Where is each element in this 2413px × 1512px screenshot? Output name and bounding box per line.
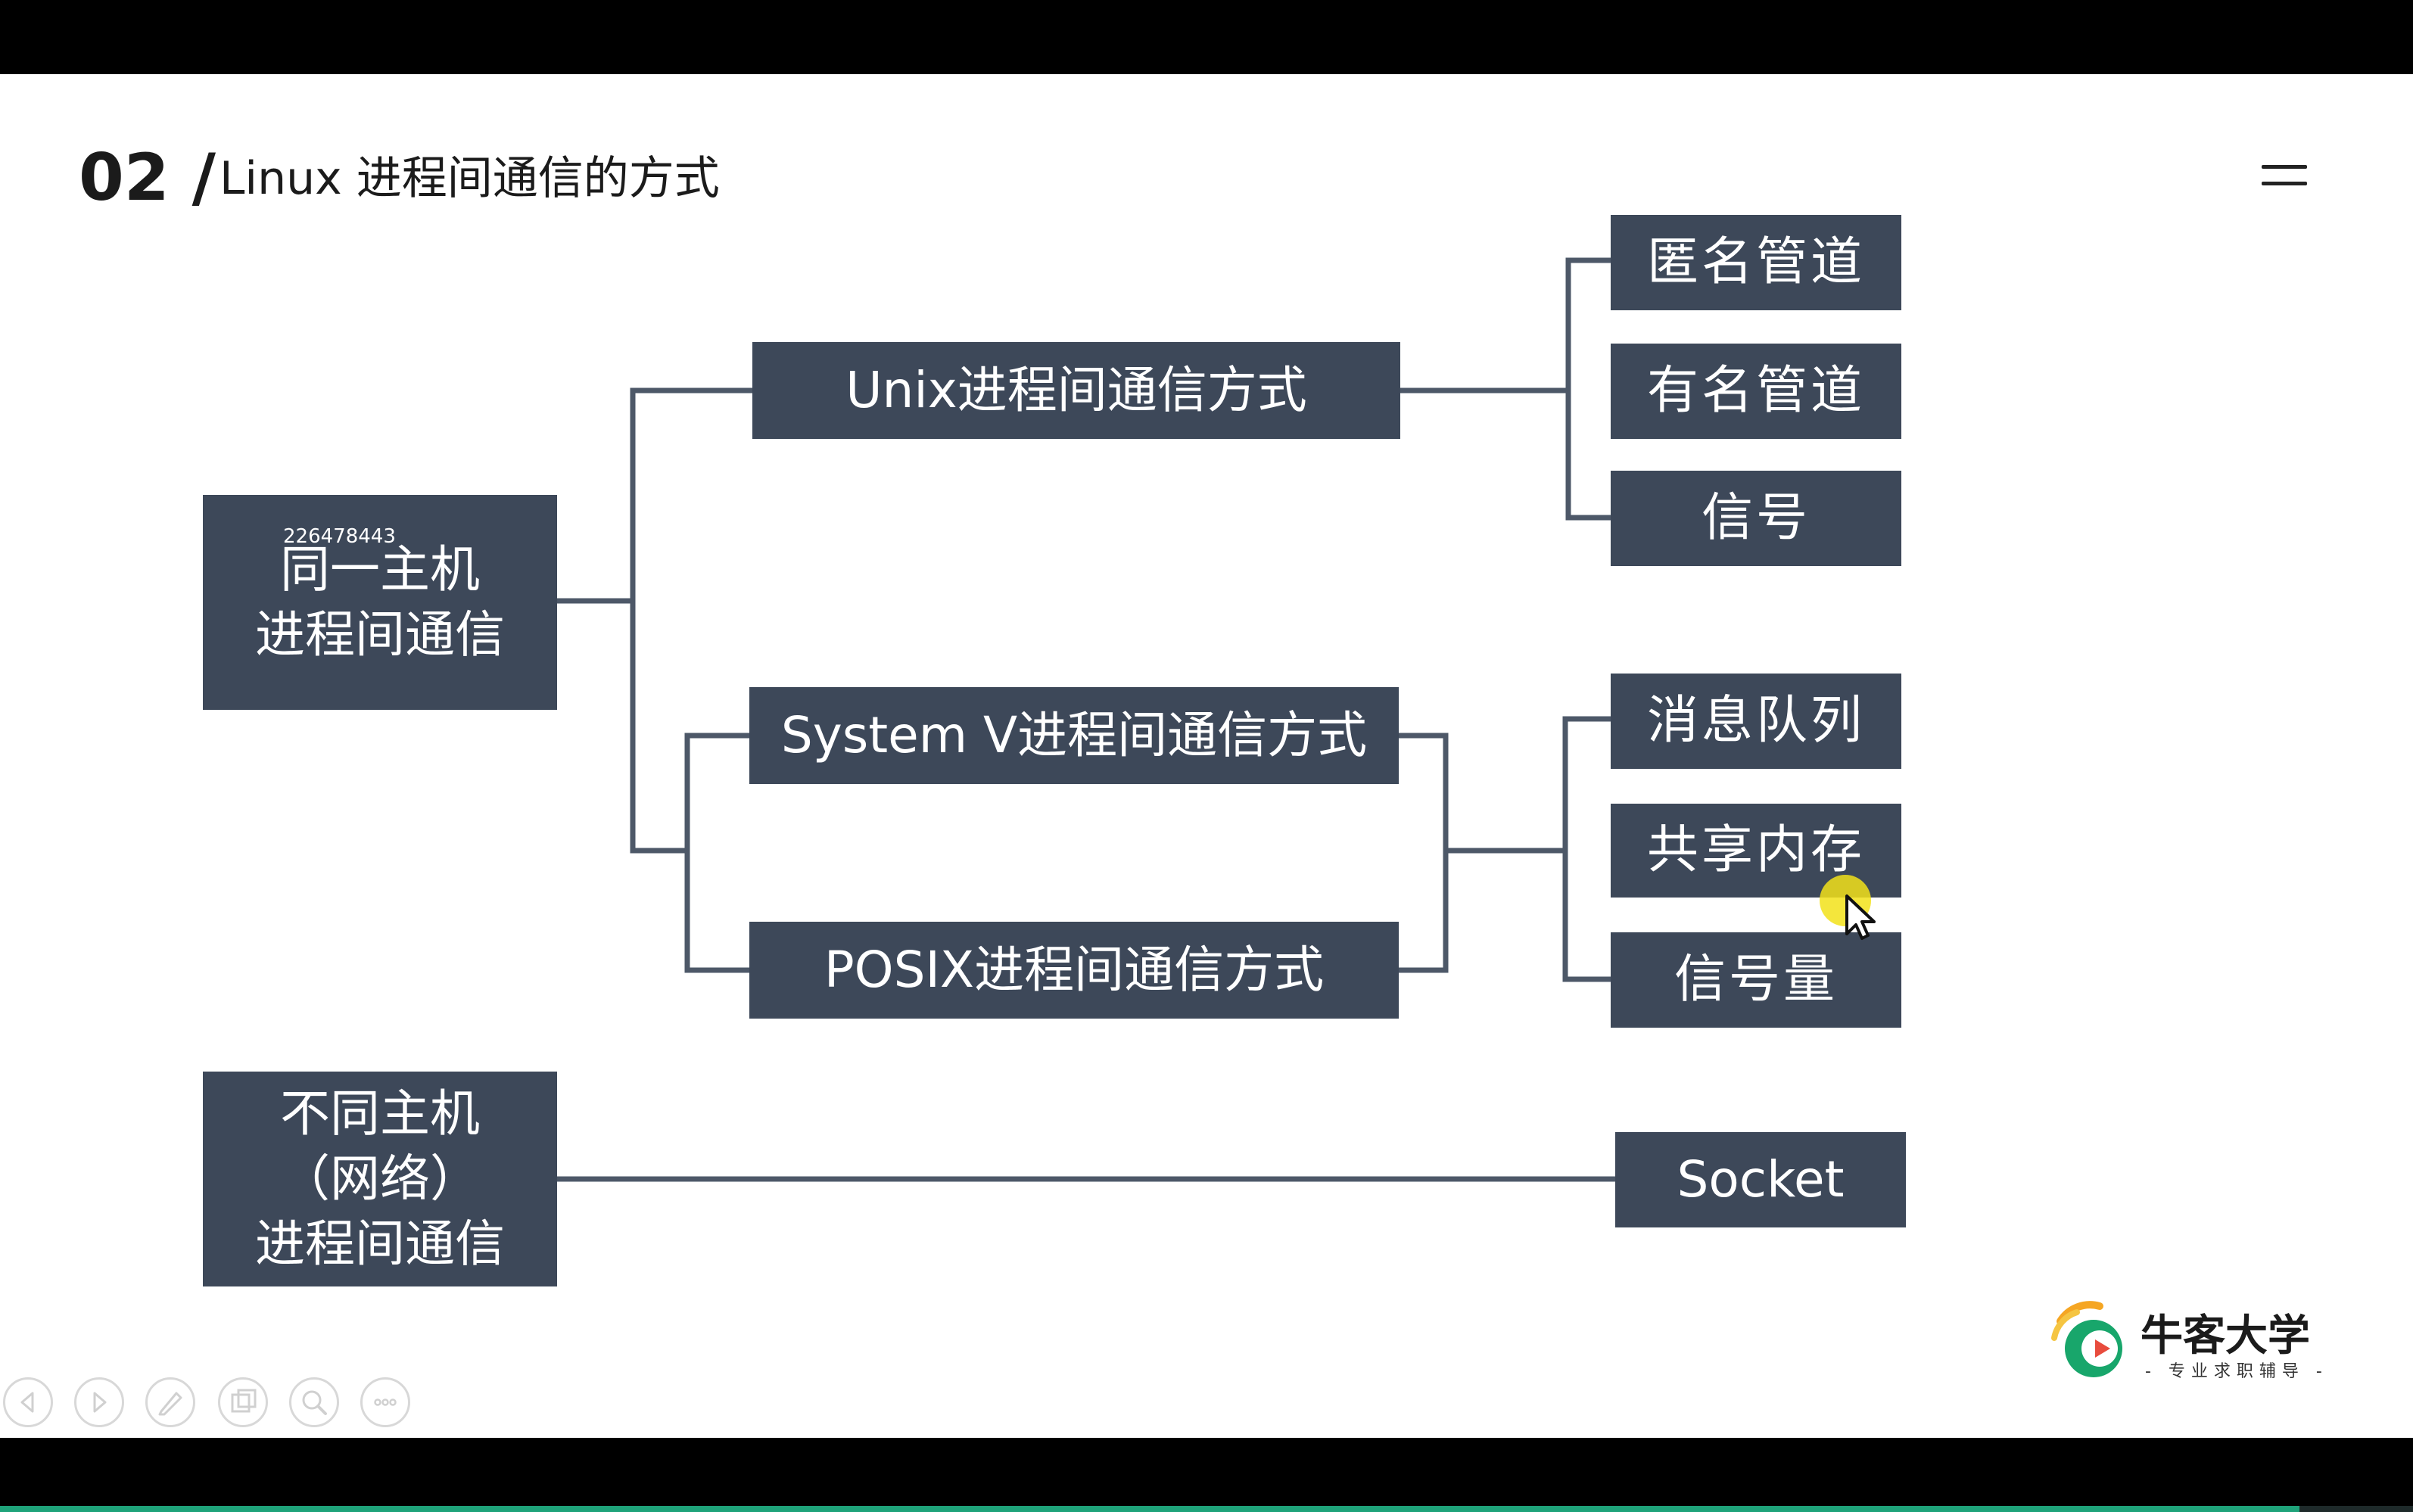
pen-icon	[158, 1392, 182, 1416]
niuke-logo: 牛客大学 - 专业求职辅导 -	[2047, 1299, 2322, 1389]
playback-progress-fill	[0, 1506, 2300, 1512]
prev-button[interactable]	[3, 1377, 53, 1427]
next-button[interactable]	[74, 1377, 124, 1427]
signal-box: 信号	[1611, 471, 1901, 566]
named-pipe-box: 有名管道	[1611, 344, 1901, 439]
menu-icon[interactable]	[2262, 165, 2307, 188]
posix-ipc-box: POSIX进程间通信方式	[749, 922, 1399, 1019]
watermark-id: 226478443	[283, 525, 396, 548]
zoom-button[interactable]	[289, 1377, 339, 1427]
next-icon	[93, 1392, 107, 1413]
bottom-letterbox	[0, 1438, 2413, 1512]
same-host-ipc-box: 同一主机 进程间通信	[203, 495, 557, 710]
logo-name: 牛客大学	[2141, 1311, 2310, 1361]
message-queue-box: 消息队列	[1611, 674, 1901, 769]
slide-canvas: 02 / Linux 进程间通信的方式 226478443 同一主机 进程间通信…	[0, 74, 2413, 1438]
connector-lines	[557, 257, 1615, 1182]
shared-memory-box: 共享内存	[1611, 804, 1901, 898]
logo-tagline: - 专业求职辅导 -	[2145, 1362, 2328, 1381]
slide-title: Linux 进程间通信的方式	[220, 152, 720, 205]
playback-progress-bar[interactable]	[0, 1506, 2413, 1512]
socket-box: Socket	[1615, 1132, 1906, 1227]
unix-ipc-box: Unix进程间通信方式	[752, 342, 1400, 439]
more-button[interactable]	[360, 1377, 410, 1427]
slide-number: 02 /	[79, 140, 216, 216]
top-letterbox	[0, 0, 2413, 74]
logo-icon	[2051, 1301, 2122, 1377]
pen-button[interactable]	[145, 1377, 195, 1427]
more-icon	[374, 1398, 397, 1406]
anonymous-pipe-box: 匿名管道	[1611, 215, 1901, 310]
different-host-ipc-box: 不同主机 （网络） 进程间通信	[203, 1072, 557, 1286]
systemv-ipc-box: System V进程间通信方式	[749, 687, 1399, 784]
semaphore-box: 信号量	[1611, 932, 1901, 1028]
cursor-icon	[1820, 875, 1880, 946]
zoom-icon	[302, 1390, 327, 1415]
prev-icon	[20, 1392, 34, 1413]
slides-button[interactable]	[218, 1377, 268, 1427]
slides-icon	[231, 1389, 257, 1413]
